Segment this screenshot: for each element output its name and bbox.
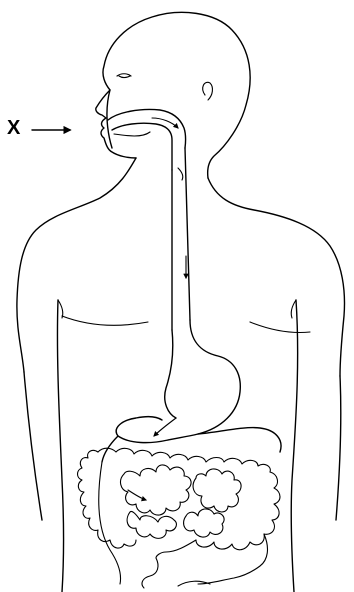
large-intestine	[78, 448, 281, 588]
oesophagus	[172, 148, 190, 330]
oral-cavity	[108, 109, 186, 180]
rectum	[99, 462, 210, 586]
label-x: X	[7, 118, 20, 138]
head-outline	[96, 12, 250, 178]
torso-outline	[17, 158, 345, 592]
stomach	[154, 320, 240, 440]
small-intestine	[121, 465, 242, 538]
upper-intestine	[102, 417, 281, 462]
